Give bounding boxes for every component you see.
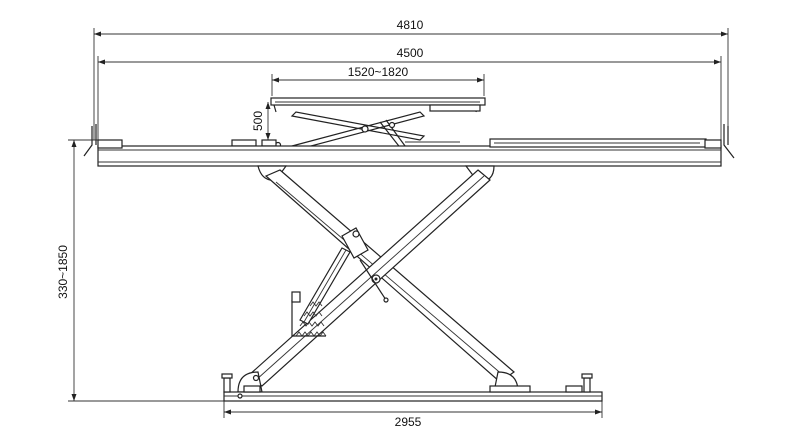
dimension-base-label: 2955 <box>395 415 422 429</box>
main-platform <box>83 124 735 167</box>
dimension-base: 2955 <box>223 400 603 429</box>
dimension-platform-label: 4500 <box>397 46 424 60</box>
dimension-platform: 4500 <box>97 46 722 140</box>
dimension-secondary-lift: 1520~1820 <box>271 65 485 96</box>
dimension-lift-height-label: 330~1850 <box>56 245 70 299</box>
dimension-overall: 4810 <box>93 18 729 140</box>
secondary-lift <box>231 97 486 151</box>
dimension-secondary-height-label: 500 <box>251 111 265 131</box>
dimension-secondary-height: 500 <box>251 102 271 140</box>
main-scissor <box>237 165 519 393</box>
dimension-lift-height: 330~1850 <box>56 139 225 402</box>
dimension-overall-label: 4810 <box>397 18 424 32</box>
dimension-secondary-lift-label: 1520~1820 <box>348 65 409 79</box>
base-frame <box>221 373 603 402</box>
